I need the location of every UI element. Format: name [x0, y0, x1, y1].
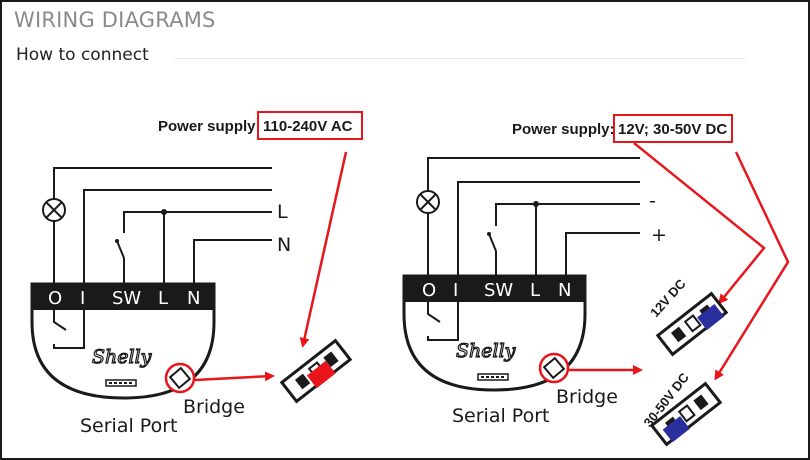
ac-serial-port-label: Serial Port — [80, 415, 177, 437]
ac-bridge-label: Bridge — [183, 396, 245, 418]
subtitle-divider — [174, 58, 746, 59]
ac-bridge-arrow — [194, 371, 275, 382]
diagram-ac: Power supply: 110-240V AC L N O I SW L N… — [30, 111, 363, 437]
dc-wire-minus — [495, 203, 640, 276]
dc-30-50v-jumper — [649, 381, 723, 447]
dc-switch-icon — [488, 233, 497, 252]
ac-supply-arrow — [299, 151, 348, 348]
dc-supply-highlight-box — [613, 114, 733, 143]
ac-line-label-l: L — [277, 201, 288, 223]
ac-supply-highlight-box — [257, 111, 363, 140]
ac-bridge-socket — [168, 366, 192, 390]
ac-internal-relay — [53, 310, 85, 349]
dc-internal-relay — [427, 302, 459, 341]
ac-shelly-logo: Shelly — [92, 346, 152, 368]
ac-terminal-i: I — [80, 288, 85, 309]
ac-terminal-o: O — [48, 288, 62, 309]
dc-serial-port-label: Serial Port — [452, 405, 549, 427]
ac-supply-value: 110-240V AC — [263, 118, 353, 135]
ac-wire-top-1 — [53, 167, 272, 284]
dc-line-label-minus: - — [649, 190, 656, 212]
subtitle: How to connect — [16, 45, 149, 65]
dc-terminal-strip — [404, 276, 585, 302]
dc-junction-dot — [533, 201, 539, 207]
ac-junction-dot — [161, 209, 167, 215]
dc-terminal-n: N — [558, 280, 571, 301]
dc-terminal-sw: SW — [484, 280, 513, 301]
dc-wire-plus — [565, 232, 640, 276]
ac-wire-l — [123, 211, 272, 284]
dc-wire-top-1 — [427, 157, 640, 276]
dc-shelly-logo: Shelly — [456, 340, 516, 362]
dc-terminal-l: L — [530, 280, 540, 301]
dc-bridge-label: Bridge — [556, 386, 618, 408]
dc-terminal-o: O — [422, 280, 436, 301]
diagram-dc: Power supply: 12V; 30-50V DC - + O I SW … — [402, 114, 790, 447]
ac-line-label-n: N — [277, 234, 291, 256]
dc-supply-label: Power supply: — [512, 121, 615, 138]
ac-jumper — [279, 338, 353, 404]
dc-12v-arrow — [633, 142, 766, 305]
section-title: WIRING DIAGRAMS — [14, 8, 216, 32]
dc-module-body — [402, 274, 587, 392]
ac-wire-n — [193, 239, 272, 284]
dc-12v-jumper — [655, 291, 729, 357]
ac-supply-label: Power supply: — [158, 118, 261, 135]
dc-line-label-plus: + — [651, 224, 667, 246]
dc-supply-value: 12V; 30-50V DC — [618, 121, 727, 138]
ac-switch-icon — [116, 240, 125, 259]
ac-terminal-sw: SW — [112, 288, 141, 309]
ac-wire-top-2 — [83, 189, 272, 284]
dc-30-50v-arrow — [714, 151, 790, 381]
ac-lamp-cross — [45, 201, 63, 219]
dc-terminal-i: I — [453, 280, 458, 301]
ac-terminal-n: N — [187, 288, 200, 309]
dc-wire-top-2 — [457, 181, 640, 276]
dc-bridge-socket — [542, 356, 566, 380]
dc-12v-jumper-label: 12V DC — [647, 276, 689, 320]
ac-terminal-l: L — [158, 288, 168, 309]
ac-terminal-strip — [32, 284, 214, 310]
dc-lamp-cross — [419, 193, 437, 211]
